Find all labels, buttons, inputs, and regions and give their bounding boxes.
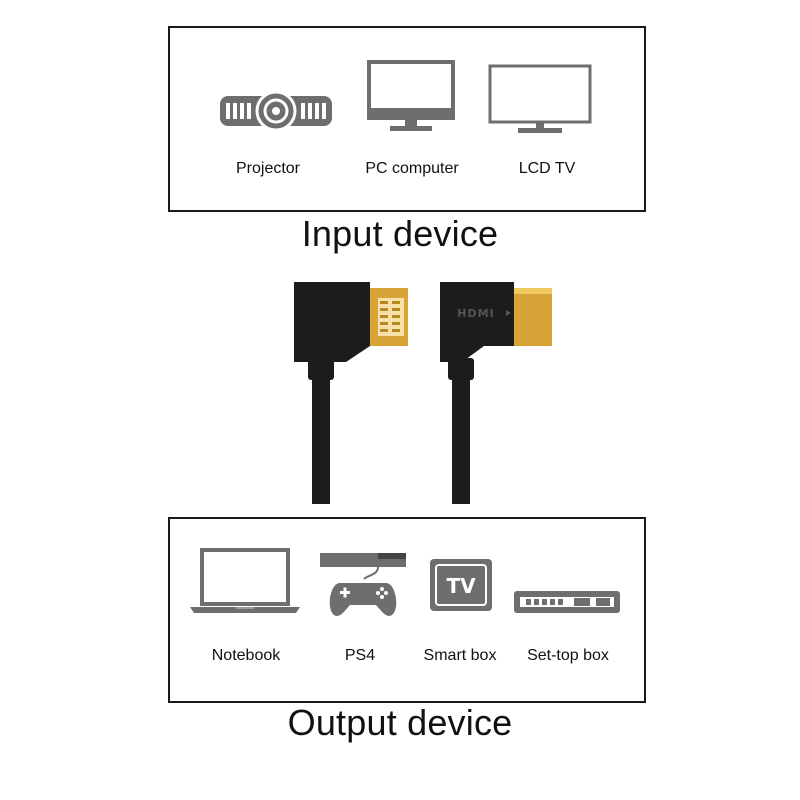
smart-box-label: Smart box [423,647,497,664]
output-device-title: Output device [287,702,513,743]
projector-device [218,90,334,132]
projector-icon [220,90,332,132]
notebook-device [188,547,302,615]
pc-computer-label: PC computer [365,160,459,177]
lcd-tv-device [488,64,592,134]
lcd-tv-label: LCD TV [518,160,576,177]
tv-icon [488,64,592,133]
projector-label: Projector [235,160,301,177]
left-connector-housing [294,282,370,362]
hdmi-cables-image: HDMI [294,282,552,504]
hdmi-logo: HDMI [457,307,494,320]
smart-tv-box-icon: TV [430,559,492,611]
left-strain-relief [308,358,334,380]
output-device-panel: Notebook PS4 TV Smart box [168,517,646,703]
set-top-box-device [512,589,622,617]
right-cable-wire [452,374,470,504]
left-cable-wire [312,374,330,504]
ps4-label: PS4 [344,647,376,664]
right-strain-relief [448,358,474,380]
input-device-title: Input device [301,213,499,254]
laptop-icon [190,548,300,613]
left-angle-hdmi-cable [294,282,408,504]
input-device-panel: Projector PC computer LCD TV [168,26,646,212]
right-connector-housing [440,282,514,362]
right-angle-hdmi-cable: HDMI [440,282,552,504]
svg-text:TV: TV [446,574,476,598]
pc-computer-device [366,60,456,134]
right-gold-plug [514,288,552,346]
set-top-box-label: Set-top box [527,647,609,664]
game-console-icon [320,553,406,616]
notebook-label: Notebook [211,647,281,664]
monitor-icon [367,60,455,131]
ps4-device [318,549,408,619]
smart-box-device: TV [428,557,494,615]
set-top-box-icon [514,591,620,613]
